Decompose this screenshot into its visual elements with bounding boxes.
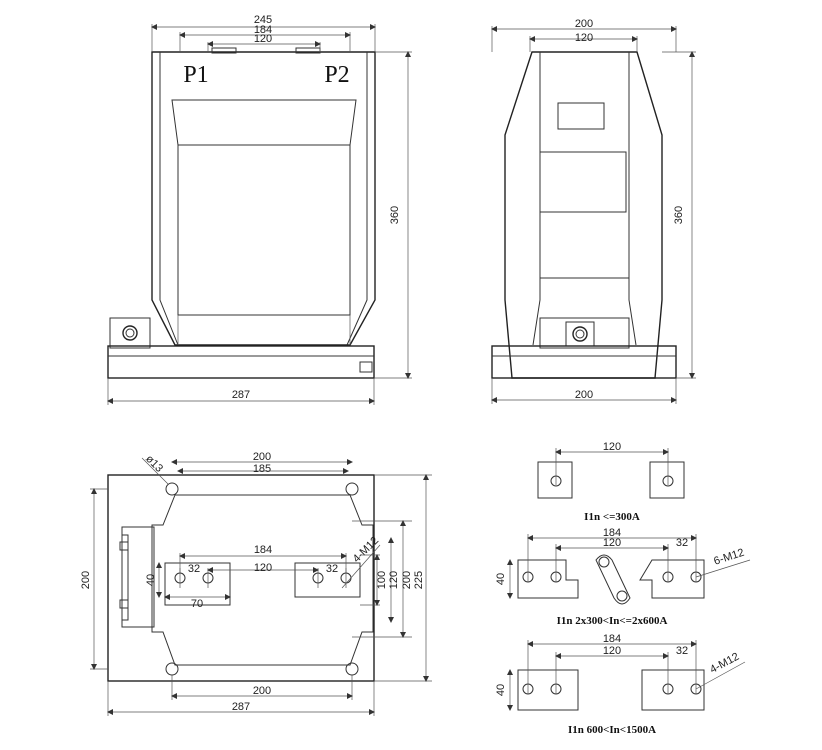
dim-top-200-v: 200 (401, 571, 413, 589)
dim-top-200: 200 (253, 451, 271, 463)
detail2-dim-184: 184 (603, 527, 621, 539)
dim-top-225: 225 (413, 571, 425, 589)
dim-top-32-right: 32 (326, 563, 338, 575)
top-terminal-block (294, 562, 361, 598)
detail2-caption: I1n 2x300<In<=2x600A (557, 615, 668, 627)
dim-top-184: 184 (254, 544, 272, 556)
mount-hole (165, 662, 179, 676)
mount-hole (345, 662, 359, 676)
side-base (491, 345, 677, 379)
link-bar (595, 554, 631, 605)
dim-top-32-left: 32 (188, 563, 200, 575)
terminal-label-p1: P1 (183, 62, 208, 88)
dim-top-287: 287 (232, 701, 250, 713)
detail2-dim-40: 40 (495, 573, 507, 585)
dim-side-360: 360 (673, 206, 685, 224)
dim-front-120: 120 (254, 33, 272, 45)
detail2-dim-120: 120 (603, 537, 621, 549)
detail2-dim-32: 32 (676, 537, 688, 549)
detail2-dim-6m12: 6-M12 (712, 547, 745, 568)
dim-top-200-left: 200 (80, 571, 92, 589)
dim-side-200-base: 200 (575, 389, 593, 401)
top-terminal-block (164, 562, 231, 606)
dim-front-287: 287 (232, 389, 250, 401)
dim-top-40: 40 (145, 574, 157, 586)
dim-top-100: 100 (376, 571, 388, 589)
detail3-dim-32: 32 (676, 645, 688, 657)
detail3-dim-120: 120 (603, 645, 621, 657)
top-view: ø13 200 185 184 120 32 32 40 70 4-M12 10… (80, 451, 432, 716)
detail3-dim-184: 184 (603, 633, 621, 645)
side-window (539, 151, 627, 213)
dim-front-245: 245 (254, 14, 272, 26)
dim-front-184: 184 (254, 24, 272, 36)
dim-side-120: 120 (575, 32, 593, 44)
dim-side-200: 200 (575, 18, 593, 30)
front-secondary-box (109, 317, 151, 349)
side-body-outline (504, 51, 663, 379)
dim-top-70: 70 (191, 598, 203, 610)
dim-top-120: 120 (254, 562, 272, 574)
front-base (107, 345, 375, 379)
dim-front-360: 360 (389, 206, 401, 224)
front-body-outline (151, 51, 376, 346)
detail3-caption: I1n 600<In<1500A (568, 724, 656, 736)
detail3-dim-4m12: 4-M12 (708, 651, 741, 676)
side-view: 200 120 360 200 (491, 18, 696, 404)
side-secondary-box (539, 317, 630, 349)
detail1-caption: I1n <=300A (584, 511, 640, 523)
terminal-detail-300a: 120 I1n <=300A (537, 441, 685, 523)
side-nameplate (557, 102, 605, 130)
mount-hole (345, 482, 359, 496)
front-window (177, 144, 351, 316)
detail3-dim-40: 40 (495, 684, 507, 696)
front-view: P1 P2 245 184 120 360 287 (107, 14, 412, 405)
terminal-detail-1500a: 184 120 32 40 4-M12 I1n 600<In<1500A (495, 633, 746, 736)
terminal-label-p2: P2 (324, 62, 349, 88)
dim-top-120-v: 120 (388, 571, 400, 589)
front-window-top (171, 99, 357, 146)
dim-hole-dia: ø13 (143, 453, 165, 475)
mount-hole (165, 482, 179, 496)
dim-top-185: 185 (253, 463, 271, 475)
top-body-outline (151, 494, 374, 666)
dim-top-200-bottom: 200 (253, 685, 271, 697)
terminal-detail-2x600a: 184 120 32 40 6-M12 I1n 2x300<In<=2x600A (495, 527, 751, 627)
detail1-dim-120: 120 (603, 441, 621, 453)
